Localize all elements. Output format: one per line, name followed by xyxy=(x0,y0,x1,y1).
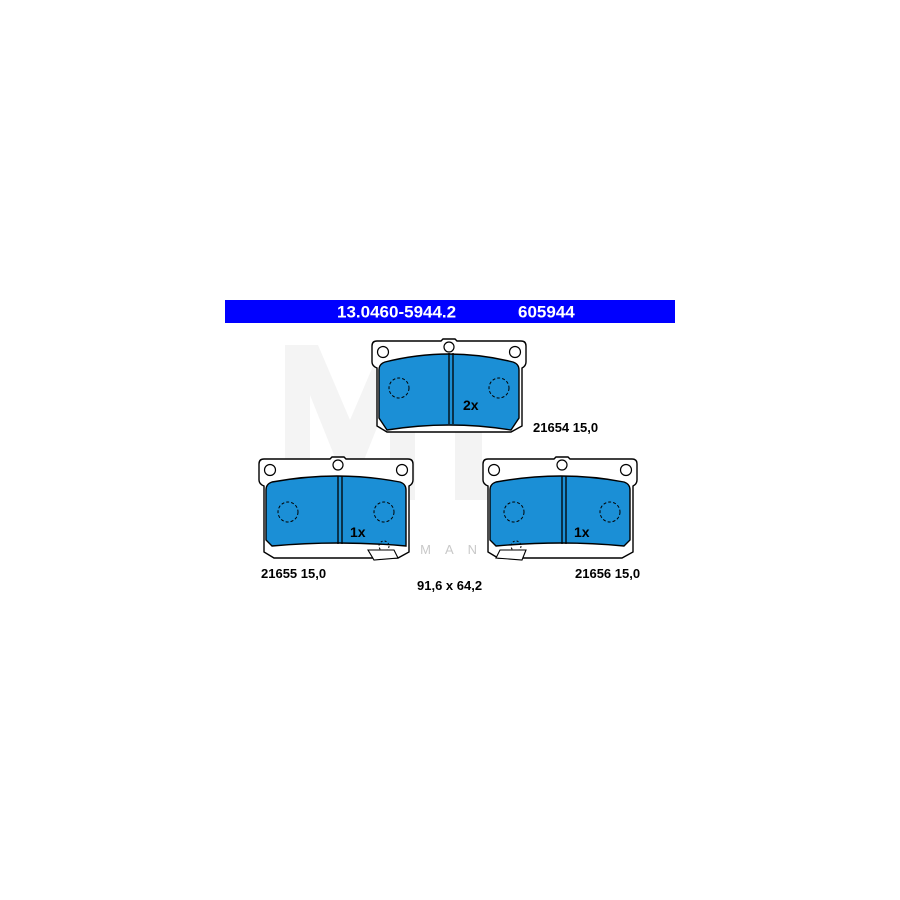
friction-material xyxy=(489,475,631,547)
pad-dimensions: 91,6 x 64,2 xyxy=(417,578,482,593)
wear-indicator-clip xyxy=(495,549,527,561)
piston-outline-left xyxy=(388,377,410,399)
brake-pad-top: 2x xyxy=(371,338,527,433)
mount-hole-left xyxy=(487,463,501,477)
reference-number: 605944 xyxy=(518,303,575,322)
piston-outline-left xyxy=(277,501,299,523)
piston-outline-right xyxy=(599,501,621,523)
mount-hole-right xyxy=(508,345,522,359)
mount-hole-left xyxy=(263,463,277,477)
wear-indicator-clip xyxy=(367,549,399,561)
mount-hole-right xyxy=(619,463,633,477)
wear-sensor-contact xyxy=(510,540,522,552)
friction-material xyxy=(265,475,407,547)
pad-label-bottom-right: 21656 15,0 xyxy=(575,566,640,581)
brake-pad-bottom-left: 1x xyxy=(258,456,414,561)
brake-pad-bottom-right: 1x xyxy=(482,456,638,561)
mount-hole-center xyxy=(443,341,455,353)
mount-hole-center xyxy=(556,459,568,471)
wear-sensor-contact xyxy=(378,540,390,552)
pad-label-bottom-left: 21655 15,0 xyxy=(261,566,326,581)
pad-label-top: 21654 15,0 xyxy=(533,420,598,435)
piston-outline-right xyxy=(488,377,510,399)
header-banner xyxy=(225,300,675,323)
part-number: 13.0460-5944.2 xyxy=(337,303,456,322)
pad-quantity: 2x xyxy=(463,397,479,413)
pad-quantity: 1x xyxy=(350,524,366,540)
mount-hole-center xyxy=(332,459,344,471)
mount-hole-right xyxy=(395,463,409,477)
pad-quantity: 1x xyxy=(574,524,590,540)
piston-outline-left xyxy=(503,501,525,523)
piston-outline-right xyxy=(373,501,395,523)
mount-hole-left xyxy=(376,345,390,359)
